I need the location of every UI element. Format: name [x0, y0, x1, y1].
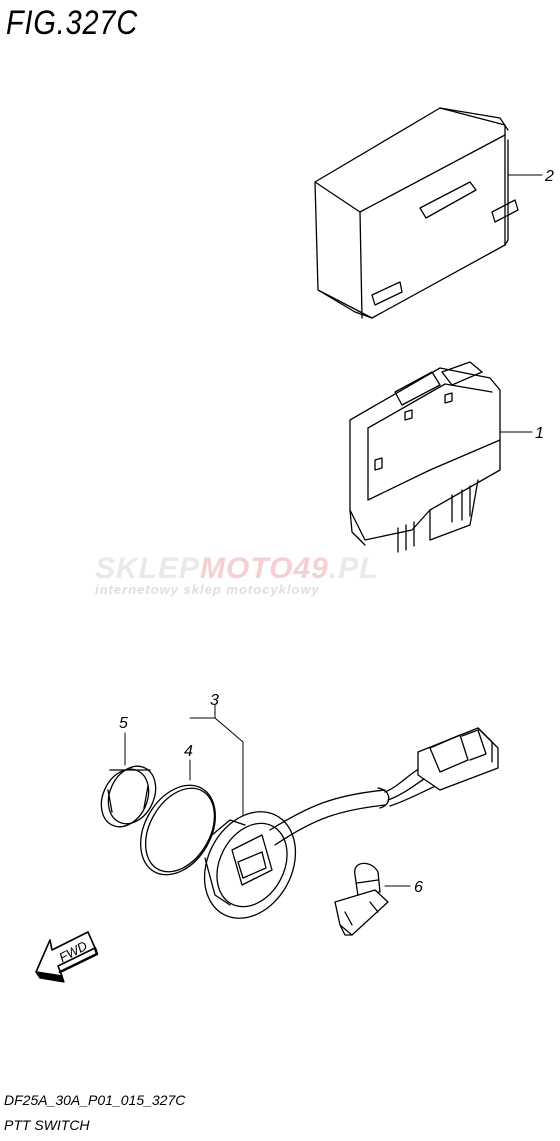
watermark-part2: MOTO — [200, 552, 294, 585]
part-6-clip — [334, 862, 389, 936]
callout-labels: 2 1 3 4 5 6 — [119, 168, 554, 896]
part-2-control-unit — [314, 107, 519, 319]
figure-code: DF25A_30A_P01_015_327C — [4, 1092, 186, 1108]
figure-title: FIG.327C — [6, 4, 139, 42]
watermark-part3: 49 — [293, 552, 329, 585]
part-3-ptt-switch — [203, 727, 499, 919]
watermark-part4: .PL — [328, 552, 379, 585]
callout-2: 2 — [544, 168, 554, 185]
part-1-ptt-module — [349, 361, 501, 553]
callout-4: 4 — [184, 743, 193, 760]
fwd-arrow-icon: FWD — [35, 931, 99, 983]
callout-5: 5 — [119, 715, 128, 732]
part-4-o-ring — [140, 784, 216, 876]
leader-lines — [124, 174, 543, 887]
watermark-subtitle: internetowy sklep motocyklowy — [95, 582, 320, 597]
figure-name: PTT SWITCH — [4, 1117, 90, 1133]
part-5-ring — [100, 765, 157, 828]
watermark-part1: SKLEP — [95, 552, 201, 585]
watermark: SKLEPMOTO49.PL internetowy sklep motocyk… — [95, 552, 379, 597]
callout-3: 3 — [210, 692, 219, 709]
callout-1: 1 — [535, 425, 544, 442]
callout-6: 6 — [414, 879, 423, 896]
